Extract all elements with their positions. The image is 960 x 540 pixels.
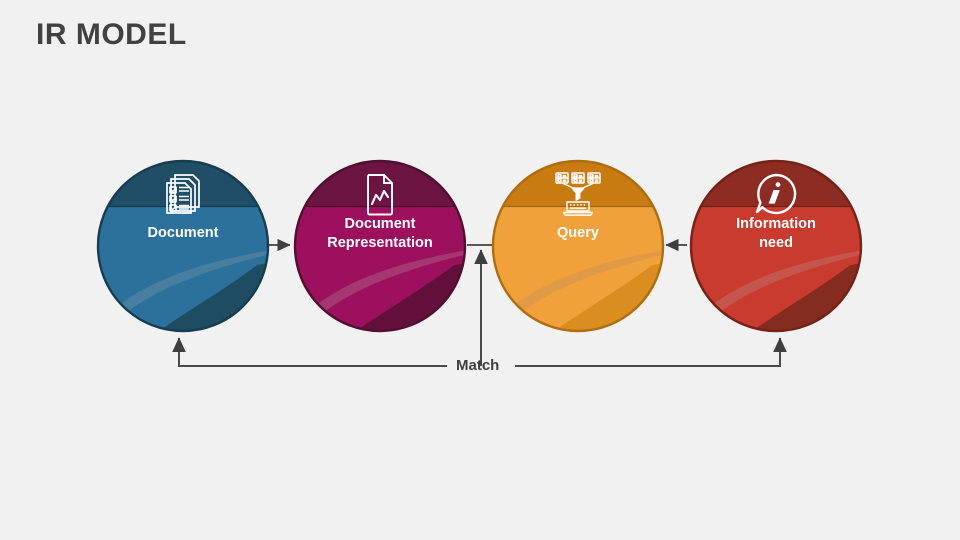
node-document-representation[interactable]: Document Representation [292,158,468,334]
node-query[interactable]: Query [490,158,666,334]
node-document[interactable]: Document [95,158,271,334]
page-title: IR MODEL [36,18,187,51]
match-label: Match [456,357,500,374]
match-feedback-line [172,249,787,367]
node-information-need[interactable]: Information need [688,158,864,334]
